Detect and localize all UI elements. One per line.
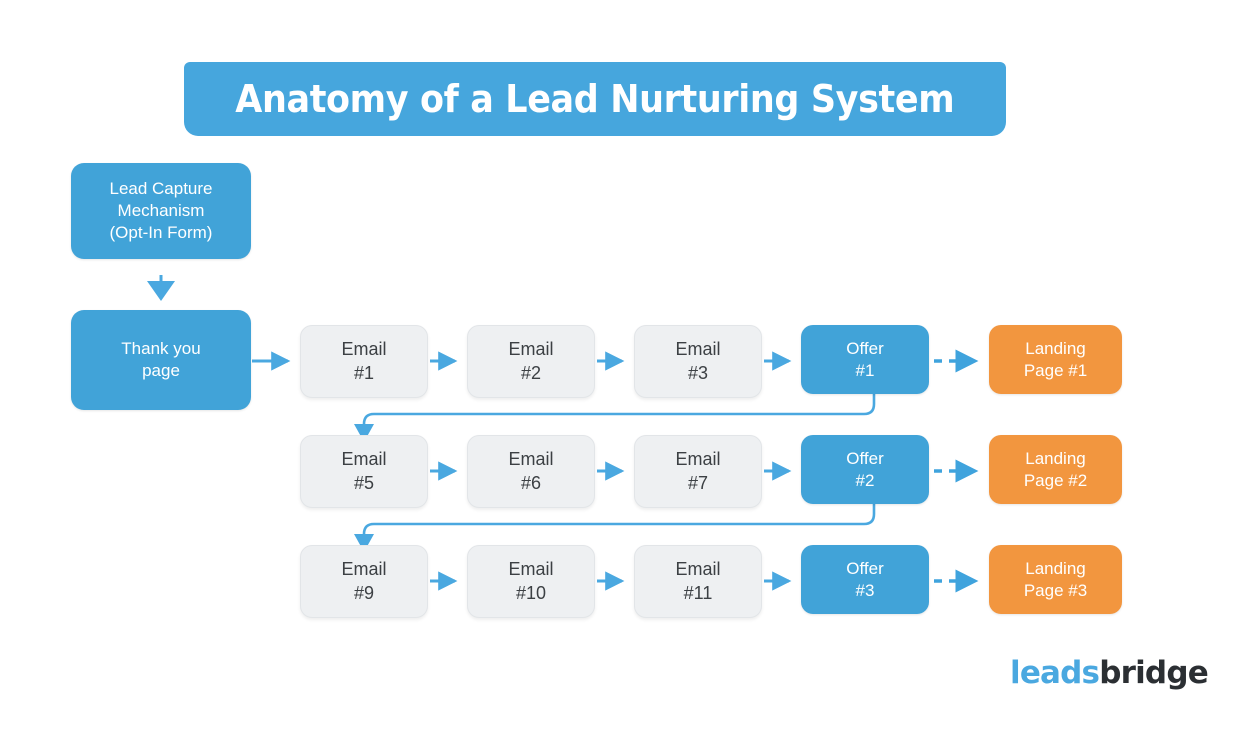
node-email-9[interactable]: Email #9 <box>300 545 428 618</box>
email-number: #6 <box>520 472 542 493</box>
node-email-11[interactable]: Email #11 <box>634 545 762 618</box>
landing-label: Landing <box>1025 338 1086 358</box>
email-label: Email <box>508 339 554 360</box>
node-thank-you-page[interactable]: Thank you page <box>71 310 251 410</box>
page-title-banner: Anatomy of a Lead Nurturing System <box>184 62 1006 136</box>
node-lead-capture[interactable]: Lead Capture Mechanism (Opt-In Form) <box>71 163 251 259</box>
landing-number: Page #1 <box>1023 360 1088 380</box>
offer-label: Offer <box>846 338 884 358</box>
edge-offer2-to-email9 <box>354 504 876 552</box>
thank-you-line1: Thank you <box>121 339 201 359</box>
email-number: #11 <box>683 582 713 603</box>
offer-label: Offer <box>846 448 884 468</box>
landing-label: Landing <box>1025 558 1086 578</box>
node-email-10[interactable]: Email #10 <box>467 545 595 618</box>
lead-capture-line1: Lead Capture <box>109 179 213 199</box>
email-number: #9 <box>353 582 375 603</box>
offer-number: #2 <box>855 470 875 490</box>
email-label: Email <box>508 449 554 470</box>
node-landing-page-1[interactable]: Landing Page #1 <box>989 325 1122 394</box>
node-email-6[interactable]: Email #6 <box>467 435 595 508</box>
page-title: Anatomy of a Lead Nurturing System <box>235 77 955 121</box>
edge-leadcapture-to-thankyou <box>147 275 175 301</box>
node-email-3[interactable]: Email #3 <box>634 325 762 398</box>
thank-you-line2: page <box>142 361 180 380</box>
email-label: Email <box>341 339 387 360</box>
logo-part-leads: leads <box>1010 655 1100 691</box>
email-label: Email <box>675 339 721 360</box>
landing-number: Page #3 <box>1023 580 1088 600</box>
node-email-1[interactable]: Email #1 <box>300 325 428 398</box>
email-number: #3 <box>687 362 709 383</box>
email-label: Email <box>675 449 721 470</box>
offer-label: Offer <box>846 558 884 578</box>
node-offer-3[interactable]: Offer #3 <box>801 545 929 614</box>
landing-label: Landing <box>1025 448 1086 468</box>
logo-part-bridge: bridge <box>1099 655 1209 691</box>
email-label: Email <box>675 559 721 580</box>
email-label: Email <box>508 559 554 580</box>
email-label: Email <box>341 449 387 470</box>
edge-offer1-to-email5 <box>354 394 876 442</box>
leadsbridge-logo: leadsbridge <box>1010 655 1209 691</box>
lead-capture-line2: Mechanism <box>117 201 205 221</box>
node-landing-page-2[interactable]: Landing Page #2 <box>989 435 1122 504</box>
node-offer-2[interactable]: Offer #2 <box>801 435 929 504</box>
node-offer-1[interactable]: Offer #1 <box>801 325 929 394</box>
email-number: #1 <box>353 362 375 383</box>
email-label: Email <box>341 559 387 580</box>
email-number: #5 <box>353 472 375 493</box>
offer-number: #3 <box>855 580 875 600</box>
email-number: #7 <box>687 472 709 493</box>
node-landing-page-3[interactable]: Landing Page #3 <box>989 545 1122 614</box>
node-email-5[interactable]: Email #5 <box>300 435 428 508</box>
node-email-7[interactable]: Email #7 <box>634 435 762 508</box>
email-number: #2 <box>520 362 542 383</box>
node-email-2[interactable]: Email #2 <box>467 325 595 398</box>
email-number: #10 <box>515 582 547 603</box>
lead-capture-line3: (Opt-In Form) <box>109 222 213 242</box>
offer-number: #1 <box>855 360 875 380</box>
landing-number: Page #2 <box>1023 470 1088 490</box>
